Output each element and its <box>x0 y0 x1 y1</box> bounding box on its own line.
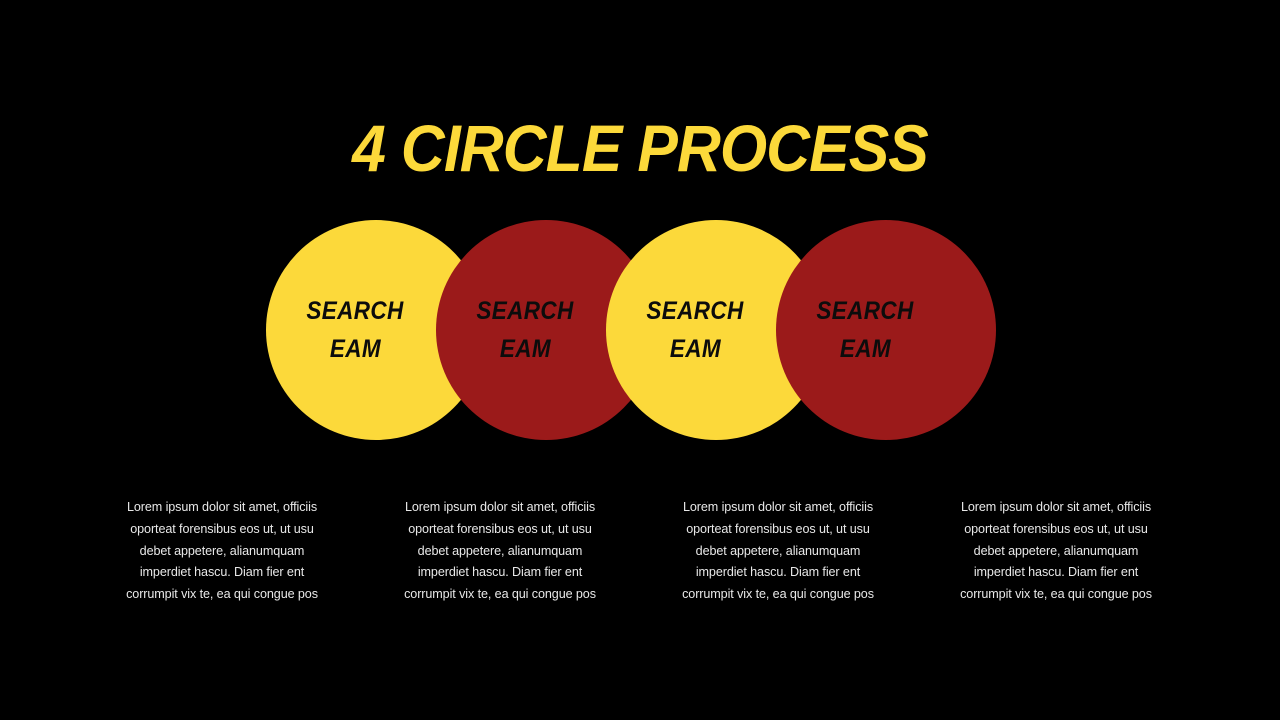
process-circle-label-3: SEARCH EAM <box>641 292 749 368</box>
caption-line: debet appetere, alianumquam <box>973 543 1139 558</box>
circle-label-line1: SEARCH <box>306 297 404 325</box>
caption-line: Lorem ipsum dolor sit amet, officiis <box>126 500 318 514</box>
caption-line: imperdiet hascu. Diam fier ent <box>973 565 1139 580</box>
caption-line: debet appetere, alianumquam <box>139 543 305 558</box>
caption-line: debet appetere, alianumquam <box>695 543 861 558</box>
circle-label-line1: SEARCH <box>646 297 744 325</box>
caption-2: Lorem ipsum dolor sit amet, officiis opor… <box>380 497 620 606</box>
caption-line: corrumpit vix te, ea qui congue pos <box>126 587 318 602</box>
caption-line: imperdiet hascu. Diam fier ent <box>417 565 583 580</box>
caption-line: Lorem ipsum dolor sit amet, officiis <box>960 500 1152 514</box>
caption-line: oporteat forensibus eos ut, ut usu <box>408 521 592 536</box>
caption-line: imperdiet hascu. Diam fier ent <box>695 565 861 580</box>
process-circle-label-4: SEARCH EAM <box>811 292 919 368</box>
caption-line: oporteat forensibus eos ut, ut usu <box>130 521 314 536</box>
circle-label-line2: EAM <box>329 335 381 363</box>
caption-line: oporteat forensibus eos ut, ut usu <box>964 521 1148 536</box>
caption-4: Lorem ipsum dolor sit amet, officiis opor… <box>936 497 1176 606</box>
caption-line: corrumpit vix te, ea qui congue pos <box>682 587 874 602</box>
caption-line: Lorem ipsum dolor sit amet, officiis <box>404 500 596 514</box>
caption-line: corrumpit vix te, ea qui congue pos <box>960 587 1152 602</box>
process-circle-label-1: SEARCH EAM <box>301 292 409 368</box>
circle-label-line2: EAM <box>499 335 551 363</box>
page-title: 4 CIRCLE PROCESS <box>352 111 929 186</box>
circle-label-line1: SEARCH <box>476 297 574 325</box>
process-circle-label-2: SEARCH EAM <box>471 292 579 368</box>
process-circle-4[interactable]: SEARCH EAM <box>776 220 996 440</box>
caption-3: Lorem ipsum dolor sit amet, officiis opor… <box>658 497 898 606</box>
caption-1: Lorem ipsum dolor sit amet, officiis opor… <box>102 497 342 606</box>
caption-line: oporteat forensibus eos ut, ut usu <box>686 521 870 536</box>
caption-line: imperdiet hascu. Diam fier ent <box>139 565 305 580</box>
caption-line: Lorem ipsum dolor sit amet, officiis <box>682 500 874 514</box>
caption-line: debet appetere, alianumquam <box>417 543 583 558</box>
caption-row: Lorem ipsum dolor sit amet, officiis opor… <box>0 497 1280 627</box>
caption-line: corrumpit vix te, ea qui congue pos <box>404 587 596 602</box>
circle-label-line2: EAM <box>839 335 891 363</box>
circle-label-line2: EAM <box>669 335 721 363</box>
circle-label-line1: SEARCH <box>816 297 914 325</box>
